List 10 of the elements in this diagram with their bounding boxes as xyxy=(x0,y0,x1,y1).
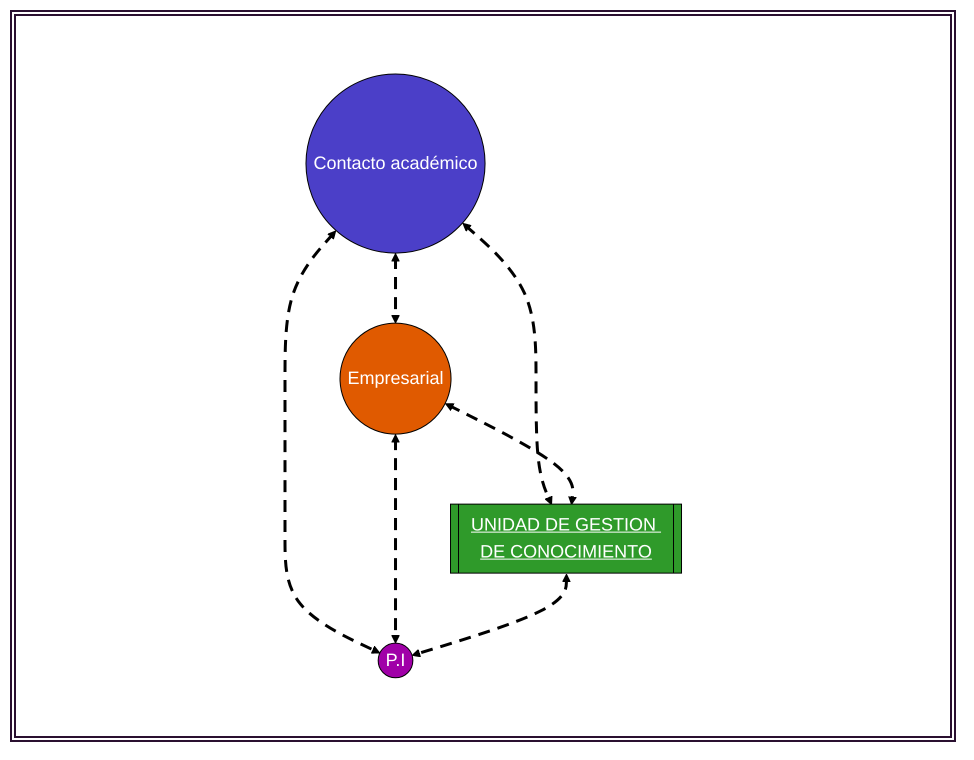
arrow xyxy=(390,253,400,324)
node-circle xyxy=(377,642,414,678)
arrow xyxy=(411,574,571,658)
arrow xyxy=(462,222,552,506)
node-circle xyxy=(339,322,452,435)
frame-border: Contacto académico Empresarial UNIDAD DE GESTION DE CONOCIMIENTO P.I xyxy=(10,10,956,742)
arrow xyxy=(283,230,380,654)
arrow xyxy=(390,434,400,644)
node-circle xyxy=(305,74,486,254)
arrow xyxy=(444,403,577,506)
